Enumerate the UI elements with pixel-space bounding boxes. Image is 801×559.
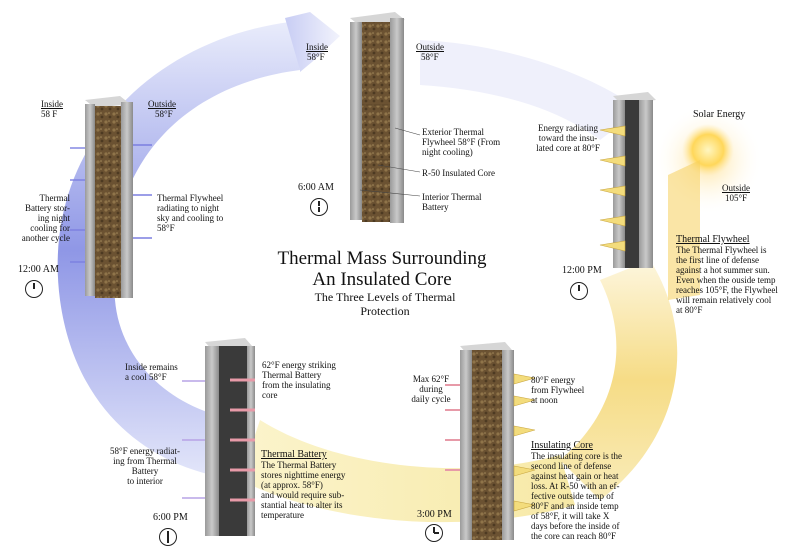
left-inside-label: Inside: [41, 99, 63, 109]
left-flywheel-text: Thermal Flywheel radiating to night sky …: [157, 193, 224, 233]
wall-left: [70, 96, 152, 298]
solar-energy-label: Solar Energy: [693, 109, 746, 120]
wall-right: [599, 92, 656, 268]
left-outside-temp: 58°F: [155, 109, 173, 119]
wall-bottom-left: [182, 338, 255, 536]
insulating-core-heading: Insulating Core: [531, 440, 593, 451]
clock-6pm-icon: [159, 528, 177, 546]
max-temp-text: Max 62°F during daily cycle: [411, 374, 451, 404]
left-outside-label: Outside: [148, 99, 176, 109]
inside-remains-text: Inside remains a cool 58°F: [125, 362, 178, 382]
thermal-flywheel-body: The Thermal Flywheel is the first line o…: [676, 245, 778, 315]
thermal-battery-heading: Thermal Battery: [261, 449, 327, 460]
thermal-battery-body: The Thermal Battery stores nighttime ene…: [261, 460, 346, 520]
callout-exterior-flywheel: Exterior Thermal Flywheel 58°F (From nig…: [422, 127, 501, 157]
thermal-flywheel-heading: Thermal Flywheel: [676, 234, 750, 245]
diagram-title: Thermal Mass Surrounding An Insulated Co…: [277, 248, 487, 290]
right-outside-label: Outside: [722, 183, 750, 193]
battery-radiating-text: 58°F energy radiat- ing from Thermal Bat…: [110, 446, 180, 486]
time-3pm: 3:00 PM: [417, 509, 452, 520]
diagram-subtitle: The Three Levels of Thermal Protection: [314, 290, 456, 318]
right-outside-temp: 105°F: [725, 193, 748, 203]
top-outside-label: Outside: [416, 42, 444, 52]
wall-bottom-right: [445, 342, 536, 540]
top-inside-label: Inside: [306, 42, 328, 52]
cycle-arc-day: [560, 260, 678, 500]
callout-interior-battery: Interior Thermal Battery: [422, 192, 482, 212]
callout-leaders: [359, 127, 421, 197]
cycle-arc-morning-band: [420, 40, 640, 140]
callout-insulated-core: R-50 Insulated Core: [422, 168, 495, 178]
flywheel-energy-text: 80°F energy from Flywheel at noon: [531, 375, 585, 405]
insulating-core-body: The insulating core is the second line o…: [531, 451, 622, 541]
clock-6am-icon: [310, 198, 328, 216]
time-12pm: 12:00 PM: [562, 265, 602, 276]
left-battery-text: Thermal Battery stor- ing night cooling …: [21, 193, 70, 243]
top-outside-temp: 58°F: [421, 52, 439, 62]
right-energy-text: Energy radiating toward the insu- lated …: [536, 123, 600, 153]
time-6pm: 6:00 PM: [153, 512, 188, 523]
sun-rays: [668, 160, 700, 300]
clock-3pm-icon: [425, 524, 443, 542]
top-inside-temp: 58°F: [307, 52, 325, 62]
left-inside-temp: 58 F: [41, 109, 58, 119]
clock-12am-icon: [25, 280, 43, 298]
battery-striking-text: 62°F energy striking Thermal Battery fro…: [262, 360, 336, 400]
wall-top: [350, 12, 405, 223]
cycle-arc-morning: [285, 12, 340, 72]
time-12am: 12:00 AM: [18, 264, 59, 275]
time-6am: 6:00 AM: [298, 182, 334, 193]
clock-12pm-icon: [570, 282, 588, 300]
